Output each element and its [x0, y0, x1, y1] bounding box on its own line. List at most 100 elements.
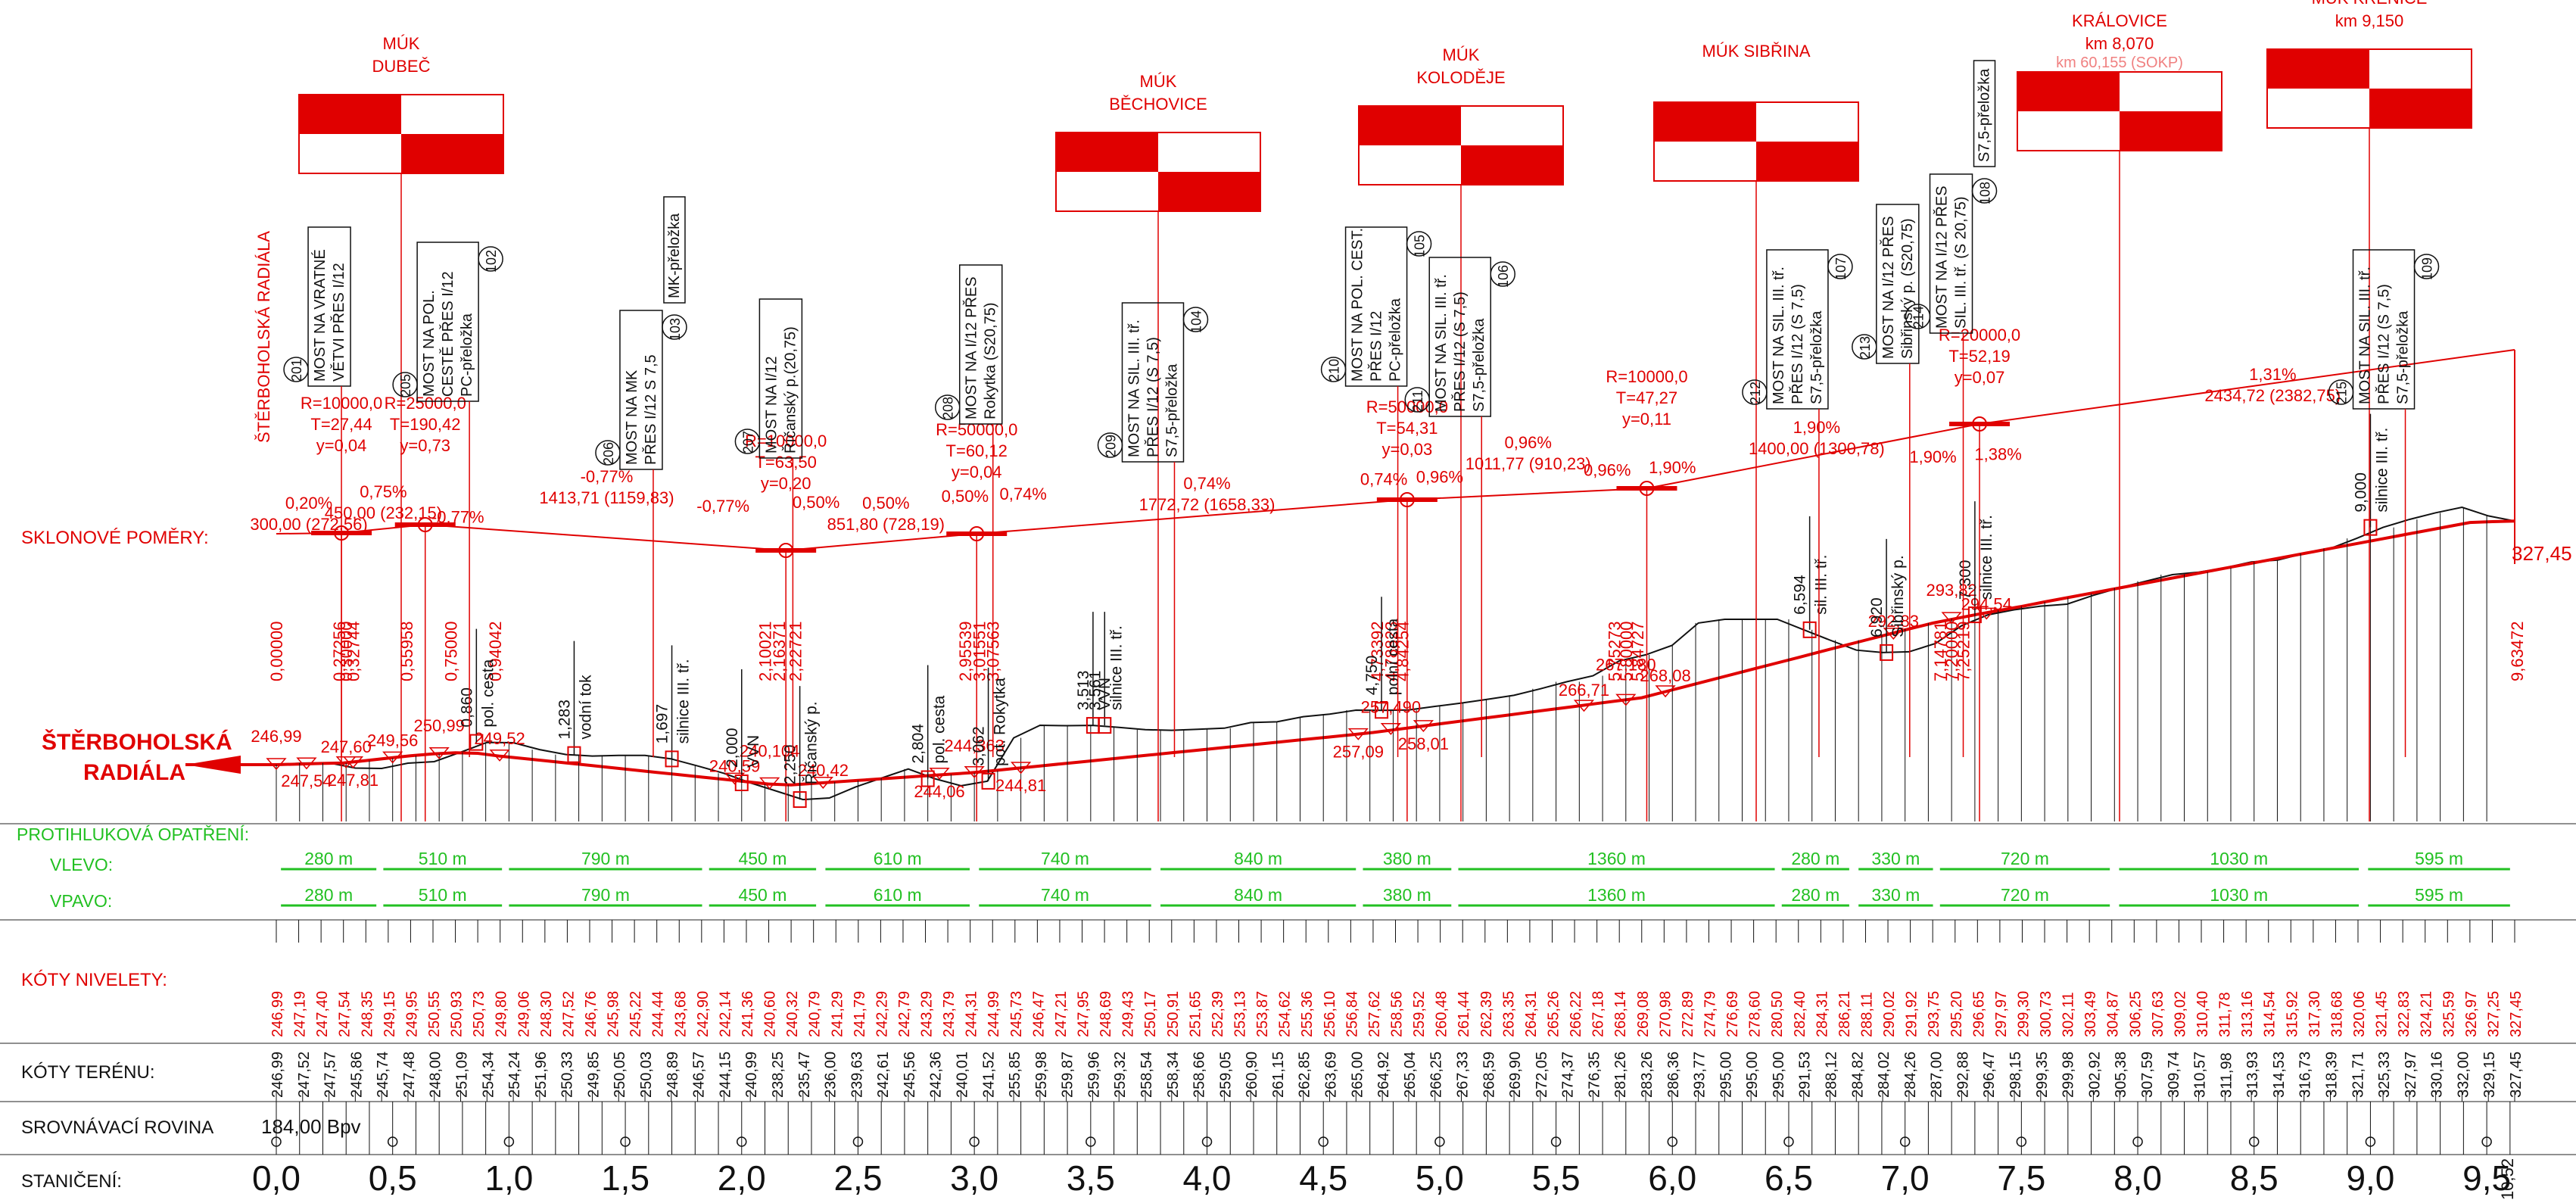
noise-right-length: 1360 m: [1587, 885, 1646, 905]
slope-percent: 0,75%: [360, 482, 406, 501]
grade-value: 286,21: [1836, 991, 1853, 1037]
terrain-value: 309,74: [2166, 1052, 2182, 1098]
terrain-value: 265,00: [1349, 1052, 1366, 1098]
row-label-terrain: KÓTY TERÉNU:: [21, 1062, 154, 1083]
elevation-triangle-icon: [1655, 685, 1676, 698]
grade-value: 242,79: [896, 991, 913, 1037]
noise-right-length: 740 m: [1041, 885, 1089, 905]
grade-value: 274,79: [1702, 991, 1718, 1037]
grade-value: 240,79: [807, 991, 824, 1037]
row-label-grade: KÓTY NIVELETY:: [21, 970, 167, 990]
bridge-number-circle: [1406, 231, 1432, 257]
grade-value: 315,92: [2284, 991, 2300, 1037]
grade-value: 254,62: [1277, 991, 1294, 1037]
grade-value: 296,65: [1970, 991, 1987, 1037]
crossing-name: silnice III. tř.: [675, 659, 693, 743]
grade-value: 249,15: [382, 991, 398, 1037]
curve-chainage-value: 0,00000: [267, 621, 286, 681]
noise-left-length: 840 m: [1234, 849, 1282, 868]
curve-chainage-value: 4,84254: [1394, 621, 1413, 681]
chainage-label: 2,5: [833, 1158, 882, 1198]
slope-length: 1011,77 (910,23): [1466, 454, 1591, 473]
crossing-name: vodní tok: [577, 675, 594, 740]
elevation-triangle-icon: [382, 751, 403, 764]
grade-value: 290,02: [1881, 991, 1898, 1037]
terrain-value: 242,61: [875, 1052, 892, 1098]
bridge-label-text: PŘES I/12 (S 7,5): [2375, 284, 2393, 404]
slope-length: 450,00 (232,15): [325, 503, 442, 522]
muk-symbol-fill: [1461, 145, 1563, 185]
chainage-label: 6,0: [1648, 1158, 1696, 1198]
terrain-value: 311,98: [2218, 1052, 2235, 1098]
terrain-value: 272,05: [1534, 1052, 1550, 1098]
elevation-triangle-icon: [428, 747, 450, 759]
row-label-noise: PROTIHLUKOVÁ OPATŘENÍ:: [17, 824, 249, 844]
terrain-value: 268,59: [1481, 1052, 1497, 1098]
chainage-label: 4,5: [1299, 1158, 1347, 1198]
profile-content: 0,20%300,00 (272,56)0,75%450,00 (232,15)…: [185, 0, 2527, 1198]
bridge-label-text: MOST NA SIL. III. tř.: [2357, 266, 2374, 404]
point-elevation: 266,71: [1559, 681, 1609, 700]
terrain-value: 288,12: [1824, 1052, 1840, 1098]
noise-left-length: 740 m: [1041, 849, 1089, 868]
slope-length: 1400,00 (1300,78): [1749, 439, 1885, 458]
crossing-name: Sibřinský p.: [1889, 555, 1907, 637]
chainage-label: 1,5: [601, 1158, 649, 1198]
point-elevation: 247,81: [328, 771, 378, 790]
terrain-value: 250,33: [559, 1052, 576, 1098]
bridge-number: 209: [1103, 435, 1118, 457]
bridge-label-text: MOST NA POL.: [421, 290, 438, 397]
bridge-number-circle: [1182, 307, 1209, 332]
grade-value: 327,25: [2485, 991, 2502, 1037]
muk-symbol-fill: [1359, 106, 1461, 145]
muk-symbol-fill: [1756, 142, 1858, 181]
grade-value: 260,48: [1434, 991, 1450, 1037]
bridge-label-text: MOST NA SIL. III. tř.: [1433, 274, 1450, 412]
bridge-number: 102: [484, 250, 499, 273]
chainage-label: 5,0: [1416, 1158, 1464, 1198]
grade-value: 246,99: [269, 991, 286, 1037]
bridge-label-box: [1876, 204, 1920, 364]
curve-offset: y=0,11: [1622, 410, 1671, 429]
grade-value: 245,22: [628, 991, 644, 1037]
terrain-value: 250,05: [612, 1052, 628, 1098]
noise-left-length: 720 m: [2001, 849, 2049, 868]
bridge-number: 215: [2335, 382, 2350, 404]
terrain-value: 284,82: [1849, 1052, 1866, 1098]
grade-value: 326,97: [2463, 991, 2480, 1037]
grade-value: 249,43: [1120, 991, 1137, 1037]
bridge-number-circle: [1971, 178, 1998, 204]
bridge-number-circle: [478, 246, 503, 272]
terrain-value: 281,26: [1612, 1052, 1629, 1098]
grade-value: 297,97: [1993, 991, 2010, 1037]
chainage-label: 9,5: [2462, 1158, 2511, 1198]
table-grid: [0, 823, 2576, 1155]
elevation-triangle-icon: [964, 765, 985, 778]
grade-value: 269,08: [1635, 991, 1652, 1037]
grade-value: 250,93: [449, 991, 466, 1037]
grade-value: 317,30: [2307, 991, 2323, 1037]
bridge-extra-text: S7,5-přeložka: [1976, 68, 1993, 162]
slope-length: 2434,72 (2382,75): [2204, 386, 2341, 405]
grade-value: 318,68: [2328, 991, 2345, 1037]
muk-symbol-fill: [1056, 132, 1158, 172]
bridge-number-circle: [934, 394, 961, 420]
noise-right-length: 380 m: [1383, 885, 1431, 905]
junction-sub: km 8,070: [2085, 34, 2154, 53]
terrain-value: 259,98: [1033, 1052, 1050, 1098]
culvert-marker: [1880, 644, 1894, 661]
bridge-label-text: Sibřinský p. (S20,75): [1899, 218, 1916, 359]
terrain-value: 318,39: [2323, 1052, 2340, 1098]
noise-right-length: 450 m: [738, 885, 787, 905]
noise-right-length: 610 m: [874, 885, 922, 905]
crossing-name: Říčanský p.: [803, 701, 821, 784]
grade-value: 262,39: [1478, 991, 1495, 1037]
terrain-value: 259,96: [1086, 1052, 1102, 1098]
crossing-name: pol. cesta: [931, 695, 948, 763]
grade-value: 245,98: [606, 991, 622, 1037]
terrain-value: 245,86: [348, 1052, 365, 1098]
terrain-value: 244,15: [717, 1052, 734, 1098]
crossing-km: 6,594: [1792, 575, 1809, 615]
grade-value: 310,40: [2194, 991, 2211, 1037]
